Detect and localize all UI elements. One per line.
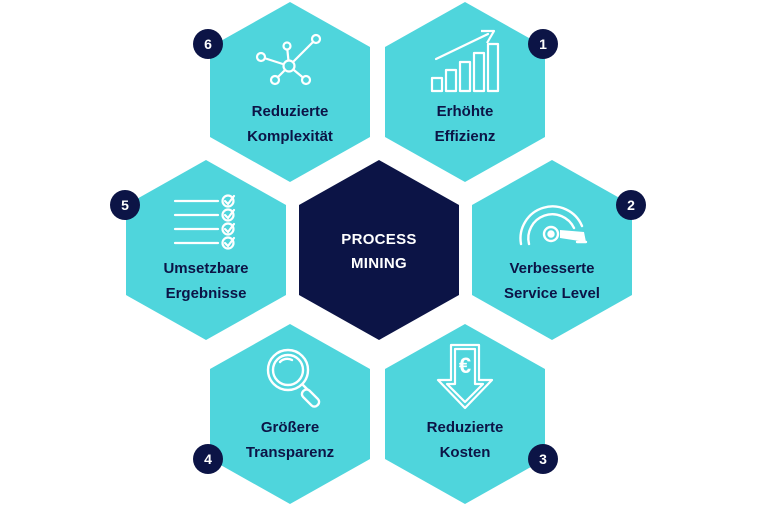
checklist-icon bbox=[173, 194, 236, 250]
label-process-mining: PROCESS MINING bbox=[304, 228, 454, 276]
label-line: Umsetzbare bbox=[163, 260, 249, 277]
svg-text:€: € bbox=[459, 353, 471, 378]
label-line: Reduzierte bbox=[251, 103, 329, 120]
label-umsetzbare-ergebnisse: Umsetzbare Ergebnisse bbox=[131, 256, 281, 306]
label-line: Reduzierte bbox=[426, 419, 504, 436]
magnifier-icon bbox=[266, 348, 321, 408]
hex-umsetzbare-ergebnisse bbox=[126, 160, 286, 340]
hex-verbesserte-service-level bbox=[472, 160, 632, 340]
label-verbesserte-service-level: Verbesserte Service Level bbox=[477, 256, 627, 306]
network-icon bbox=[255, 33, 322, 86]
number-badge-4: 4 bbox=[193, 444, 223, 474]
label-reduzierte-komplexitaet: Reduzierte Komplexität bbox=[215, 99, 365, 149]
label-line: Verbesserte bbox=[509, 260, 595, 277]
hex-groessere-transparenz bbox=[210, 324, 370, 504]
label-line: Komplexität bbox=[247, 128, 333, 145]
euro-down-arrow-icon: € bbox=[436, 343, 494, 410]
speedometer-icon bbox=[519, 205, 588, 246]
hex-reduzierte-kosten bbox=[385, 324, 545, 504]
hex-process-mining-center bbox=[299, 160, 459, 340]
label-line: Transparenz bbox=[245, 444, 335, 461]
label-erhoehte-effizienz: Erhöhte Effizienz bbox=[390, 99, 540, 149]
label-line: Größere bbox=[260, 419, 320, 436]
label-line: Ergebnisse bbox=[165, 285, 247, 302]
hex-reduzierte-komplexitaet bbox=[210, 2, 370, 182]
label-line: Effizienz bbox=[434, 128, 496, 145]
label-line: Erhöhte bbox=[436, 103, 494, 120]
number-badge-1: 1 bbox=[528, 29, 558, 59]
label-reduzierte-kosten: Reduzierte Kosten bbox=[390, 415, 540, 465]
number-badge-6: 6 bbox=[193, 29, 223, 59]
number-badge-3: 3 bbox=[528, 444, 558, 474]
label-line: Service Level bbox=[504, 285, 600, 302]
label-groessere-transparenz: Größere Transparenz bbox=[215, 415, 365, 465]
number-badge-2: 2 bbox=[616, 190, 646, 220]
label-line: Kosten bbox=[439, 444, 491, 461]
number-badge-5: 5 bbox=[110, 190, 140, 220]
bar-chart-growth-icon bbox=[430, 29, 500, 93]
label-line: PROCESS bbox=[341, 231, 417, 248]
label-line: MINING bbox=[351, 255, 407, 272]
